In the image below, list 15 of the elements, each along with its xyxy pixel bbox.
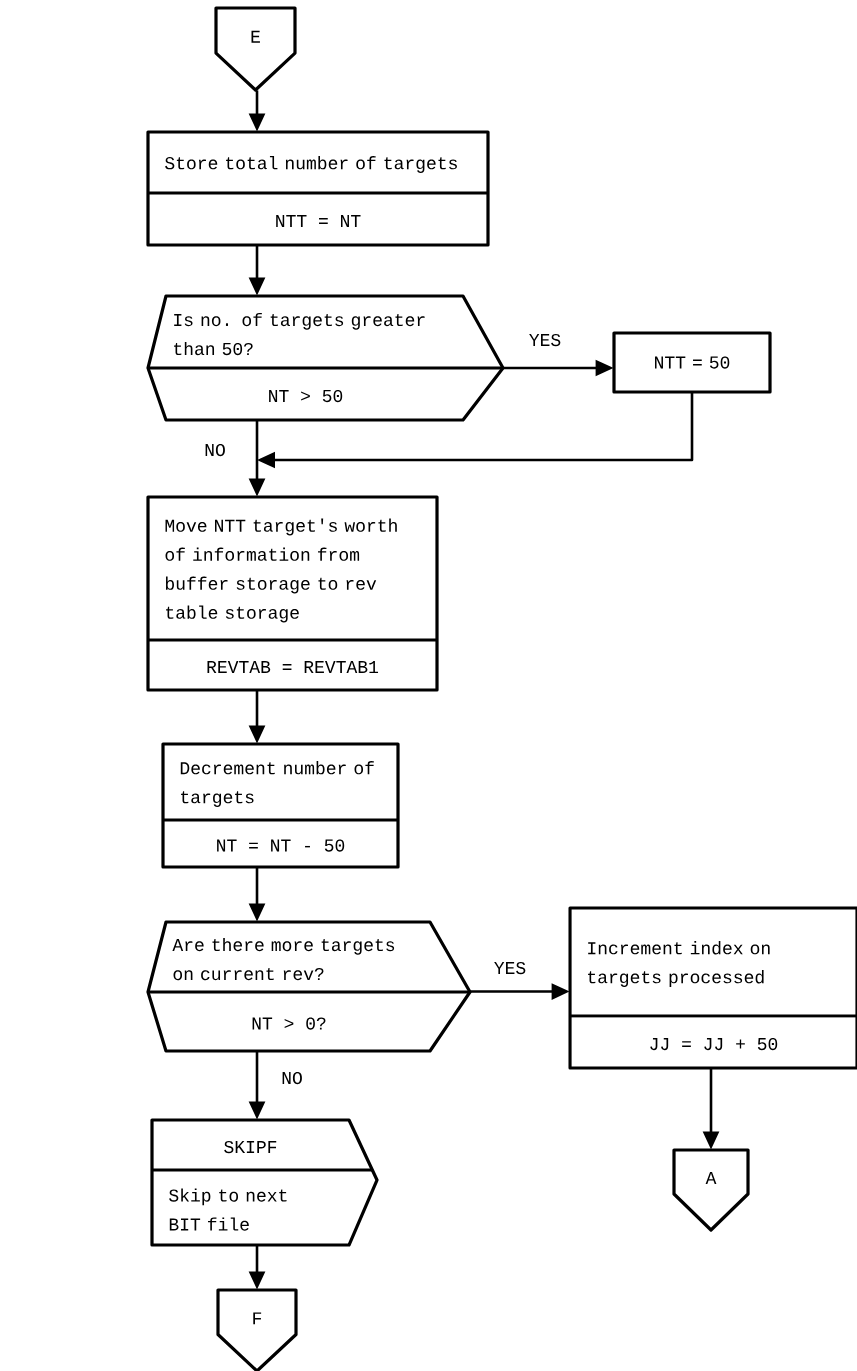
edge-label: NO xyxy=(282,1071,302,1085)
process-box: Decrement number of targets NT = NT - 50 xyxy=(161,742,400,869)
process-box: Move NTT target's worth of information from buffer storage to rev table storage REVTAB = REVTAB1 xyxy=(146,495,439,692)
process-box: Increment index on targets processed JJ = JJ + 50 xyxy=(568,906,857,1070)
process-box: NTT = 50 xyxy=(612,331,772,394)
offpage-connector: E xyxy=(214,6,297,92)
predefined-process-box: SKIPF Skip to next BIT file xyxy=(150,1118,379,1247)
edge-label: YES xyxy=(529,333,561,347)
process-box: Store total number of targets NTT = NT xyxy=(146,130,490,247)
decision-box: Are there more targets on current rev? NT > 0? xyxy=(146,920,472,1053)
offpage-connector: A xyxy=(672,1148,750,1232)
offpage-connector: F xyxy=(216,1288,298,1371)
edge-label: NO xyxy=(205,443,225,457)
edge-label: YES xyxy=(494,961,526,975)
decision-box: Is no. of targets greater than 50? NT > 50 xyxy=(146,294,505,422)
